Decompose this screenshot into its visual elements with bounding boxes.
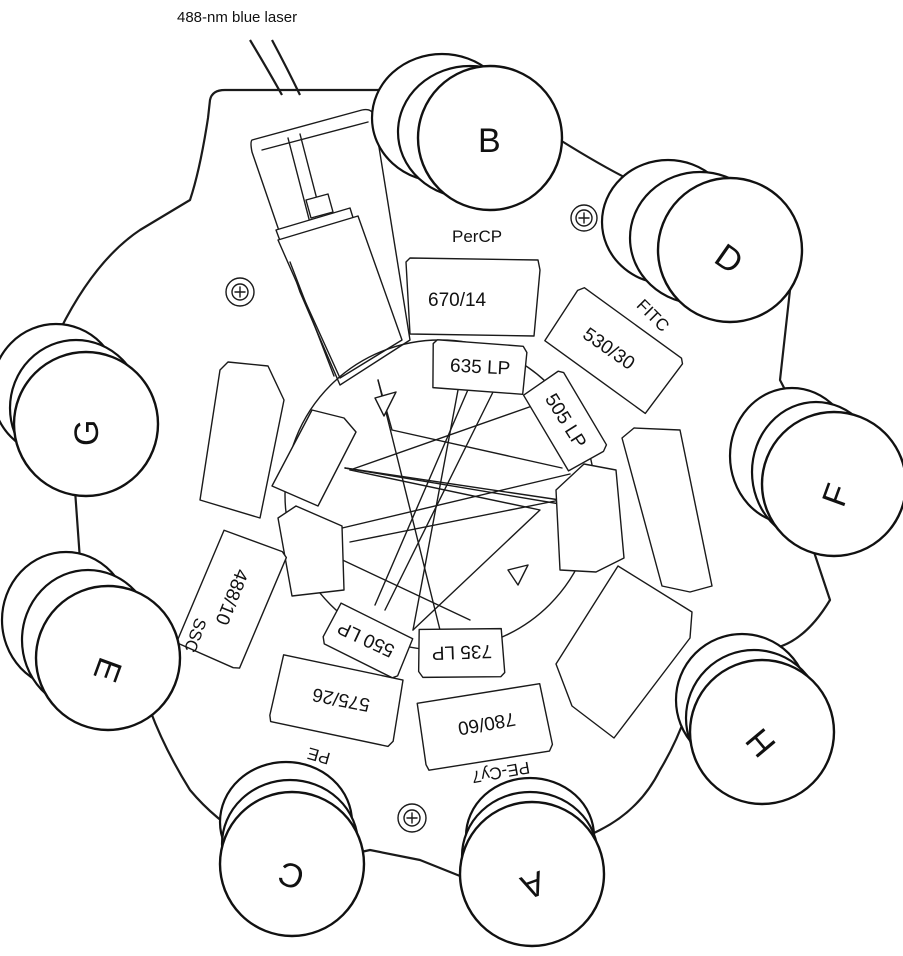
filter-670-14-label: 670/14 bbox=[428, 290, 487, 311]
mirror-505-lp: 505 LP bbox=[521, 369, 610, 472]
filter-780-60: 780/60 bbox=[415, 681, 553, 772]
mirror-735-lp: 735 LP bbox=[417, 627, 505, 680]
detector-d: D bbox=[602, 160, 802, 322]
detector-b: B bbox=[372, 54, 562, 210]
empty-mirror-holder bbox=[278, 506, 344, 596]
empty-mirror-holder bbox=[556, 464, 624, 572]
beam-arrow bbox=[508, 565, 528, 585]
mounting-screw bbox=[226, 278, 254, 306]
detector-c: C bbox=[220, 762, 364, 936]
detector-e: E bbox=[2, 552, 180, 730]
empty-filter-holder bbox=[556, 566, 692, 738]
detector-a: A bbox=[460, 778, 604, 946]
mounting-screw bbox=[571, 205, 597, 231]
detector-g: G bbox=[0, 324, 158, 496]
detector-g-label: G bbox=[68, 420, 106, 446]
fluor-percp-label: PerCP bbox=[452, 227, 502, 246]
detector-f: F bbox=[730, 388, 903, 556]
beam-arrow bbox=[375, 392, 396, 416]
empty-mirror-holder bbox=[272, 410, 356, 506]
detector-h: H bbox=[676, 634, 834, 804]
laser-fiber-cable bbox=[250, 40, 300, 95]
empty-filter-holder bbox=[622, 428, 712, 592]
mounting-screw bbox=[398, 804, 426, 832]
mirror-635-lp-label: 635 LP bbox=[450, 355, 511, 379]
empty-filter-holder bbox=[200, 362, 284, 518]
filter-670-14: 670/14 bbox=[406, 258, 540, 336]
detector-b-label: B bbox=[478, 122, 501, 160]
mirror-735-lp-label: 735 LP bbox=[431, 640, 492, 663]
laser-title: 488-nm blue laser bbox=[177, 9, 297, 26]
mirror-635-lp: 635 LP bbox=[431, 340, 527, 395]
fluor-pe-label: PE bbox=[305, 743, 332, 768]
